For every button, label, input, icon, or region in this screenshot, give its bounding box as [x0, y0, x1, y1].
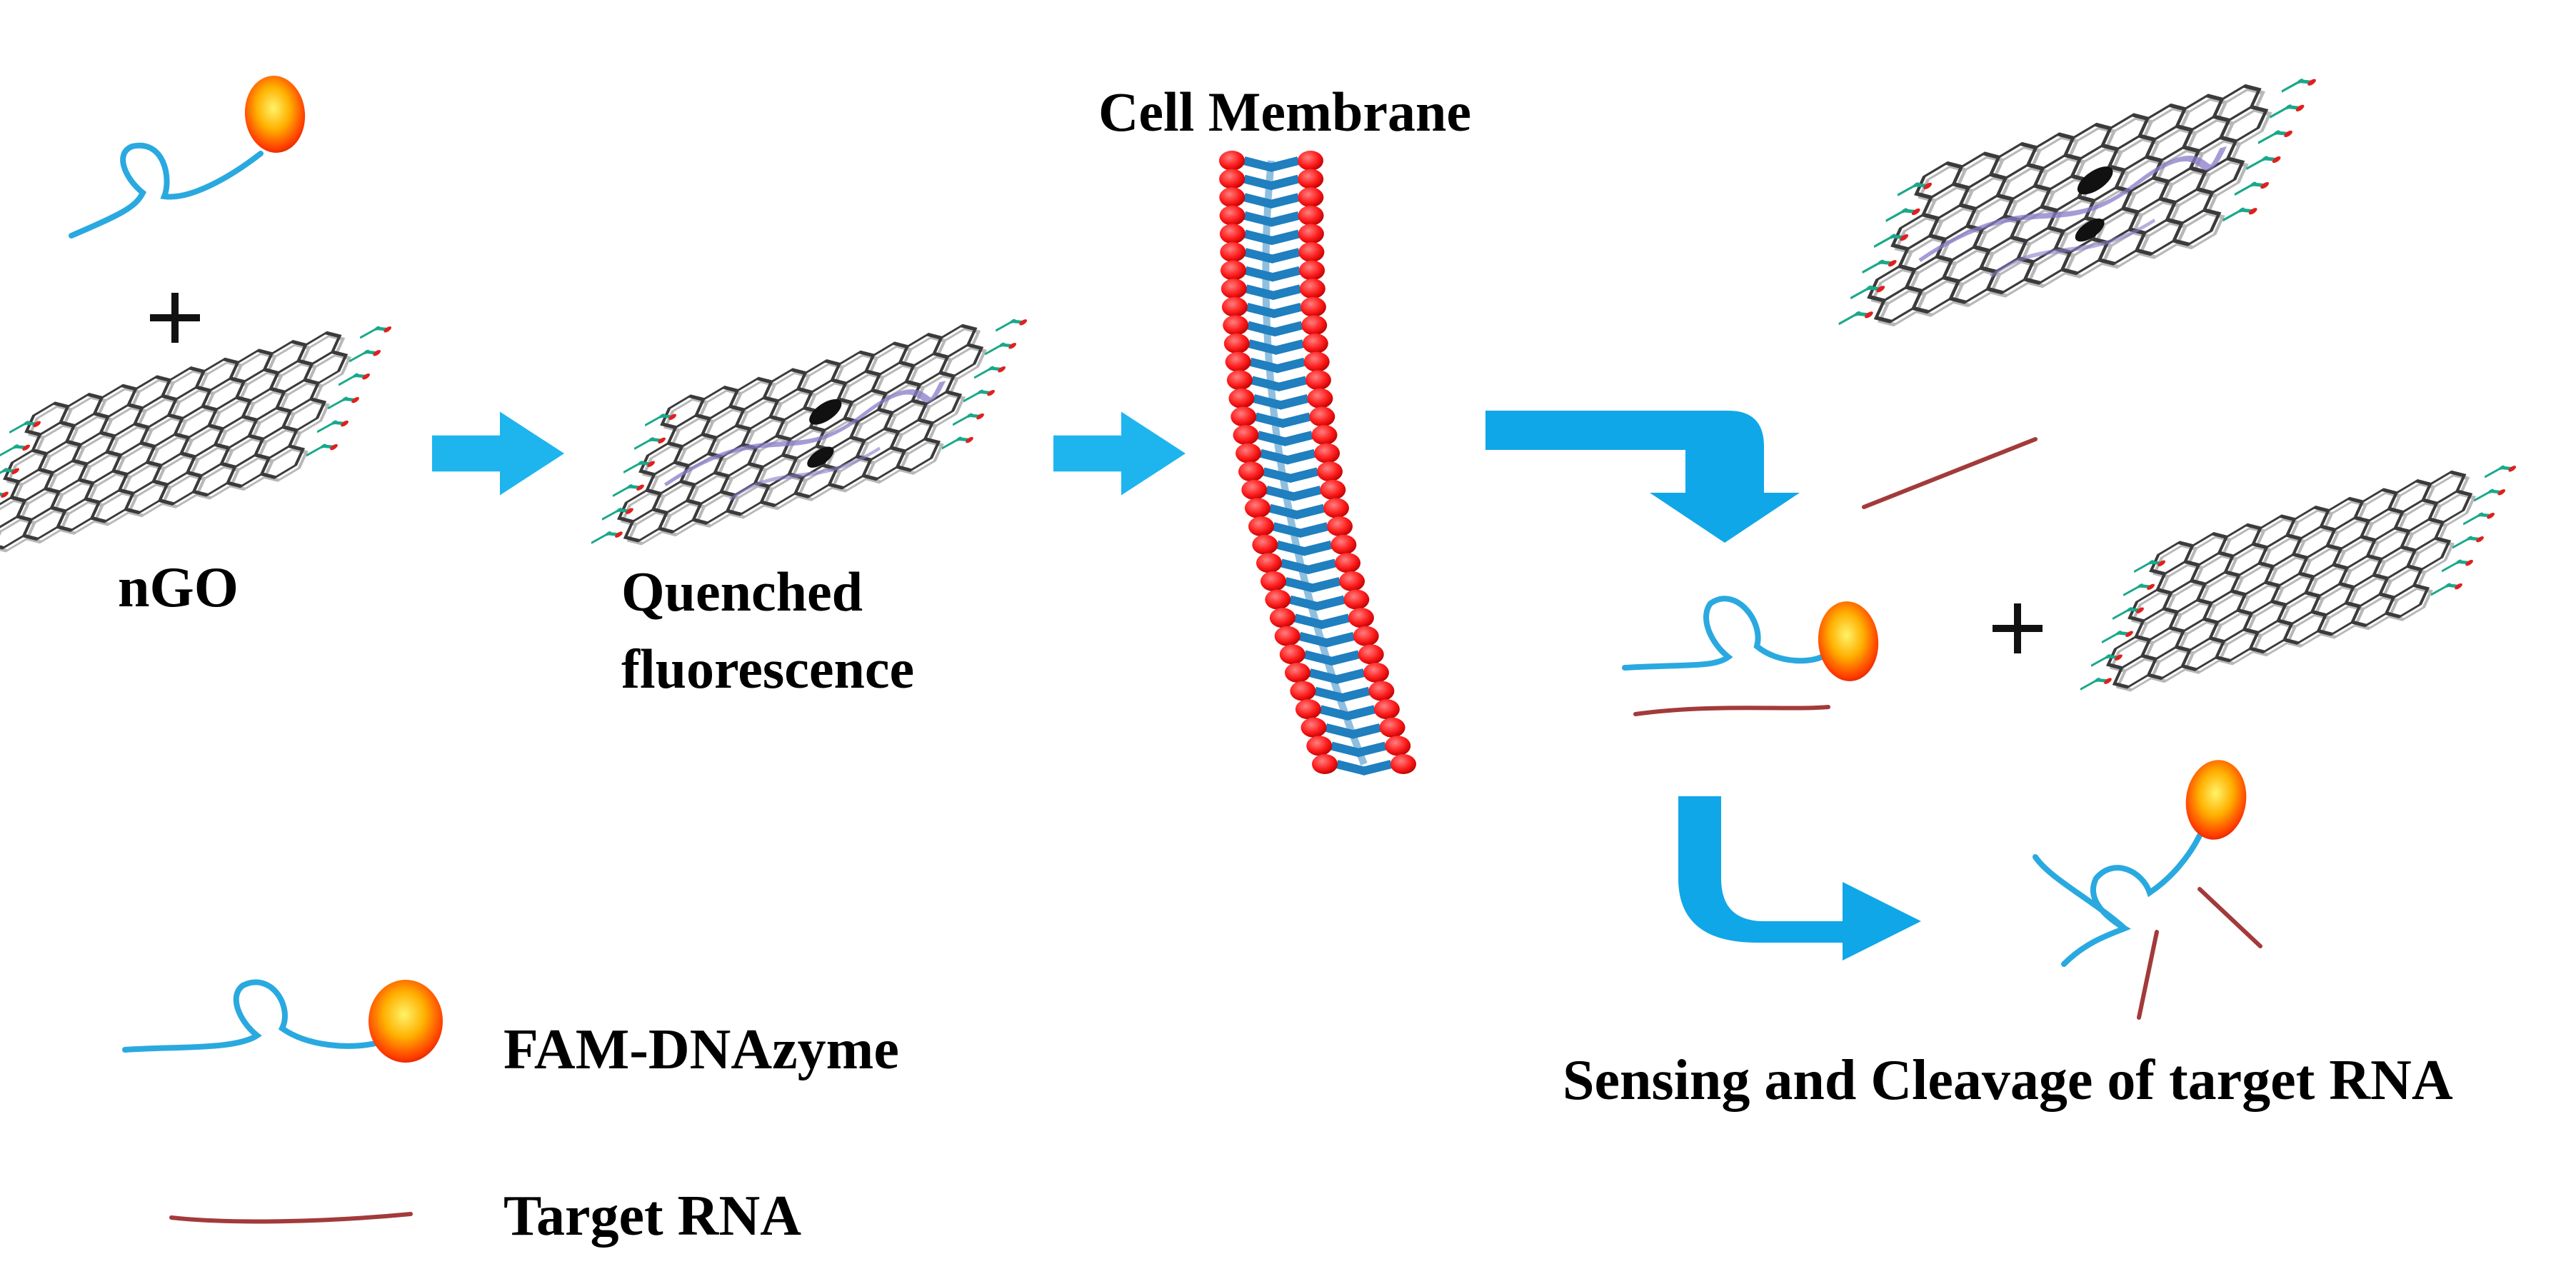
released-ngo-sheet [2073, 453, 2522, 705]
cleaved-rna-fragment-2 [2137, 930, 2159, 1020]
process-arrow-1 [432, 411, 564, 496]
curved-arrow-2 [1678, 796, 1921, 960]
quenched-line-2: fluorescence [621, 638, 915, 700]
quenched-complex-sheet [584, 307, 1033, 558]
fam-dye [369, 980, 443, 1063]
ngo-sheet [0, 314, 398, 566]
free-target-rna [1862, 437, 2038, 509]
fam-dye [1818, 601, 1879, 681]
legend-rna-symbol [169, 1212, 413, 1224]
quenched-line-1: Quenched [621, 561, 863, 623]
legend-rna-label: Target RNA [503, 1185, 801, 1248]
legend-dnazyme-symbol [122, 979, 443, 1063]
intracellular-quenched-sheet [1831, 66, 2323, 341]
dnazyme-top-left [69, 76, 306, 239]
quenched-fluorescence-label: Quenched fluorescence [621, 553, 914, 708]
cell-membrane-bilayer [1219, 151, 1416, 776]
curved-arrow-1 [1485, 411, 1800, 543]
sensing-cleavage-label: Sensing and Cleavage of target RNA [1563, 1049, 2453, 1112]
legend-dnazyme-label: FAM-DNAzyme [503, 1018, 899, 1081]
quenched-dye [809, 398, 842, 425]
dna-strand [122, 979, 381, 1053]
cell-membrane-label: Cell Membrane [1098, 81, 1472, 143]
quenched-dye [2075, 219, 2105, 242]
adsorbed-dnazyme [1918, 146, 2227, 262]
quenched-dye [2077, 166, 2113, 195]
quenched-dye [807, 446, 834, 468]
plus-sign-right [1993, 603, 2043, 653]
plus-sign-left [150, 293, 200, 343]
adsorbed-dnazyme [663, 381, 946, 487]
cleaved-dnazyme [2033, 760, 2247, 967]
cleaved-rna-fragment-1 [2197, 887, 2262, 948]
ngo-label: nGO [118, 556, 239, 619]
dna-strand [1622, 596, 1831, 671]
dna-strand [2033, 833, 2202, 967]
process-arrow-2 [1053, 411, 1186, 496]
fam-dye [2185, 760, 2247, 840]
fam-dye [244, 76, 306, 153]
hybridized-dnazyme [1622, 596, 1879, 681]
hybridized-target-rna [1633, 705, 1830, 716]
dna-strand [69, 142, 264, 239]
